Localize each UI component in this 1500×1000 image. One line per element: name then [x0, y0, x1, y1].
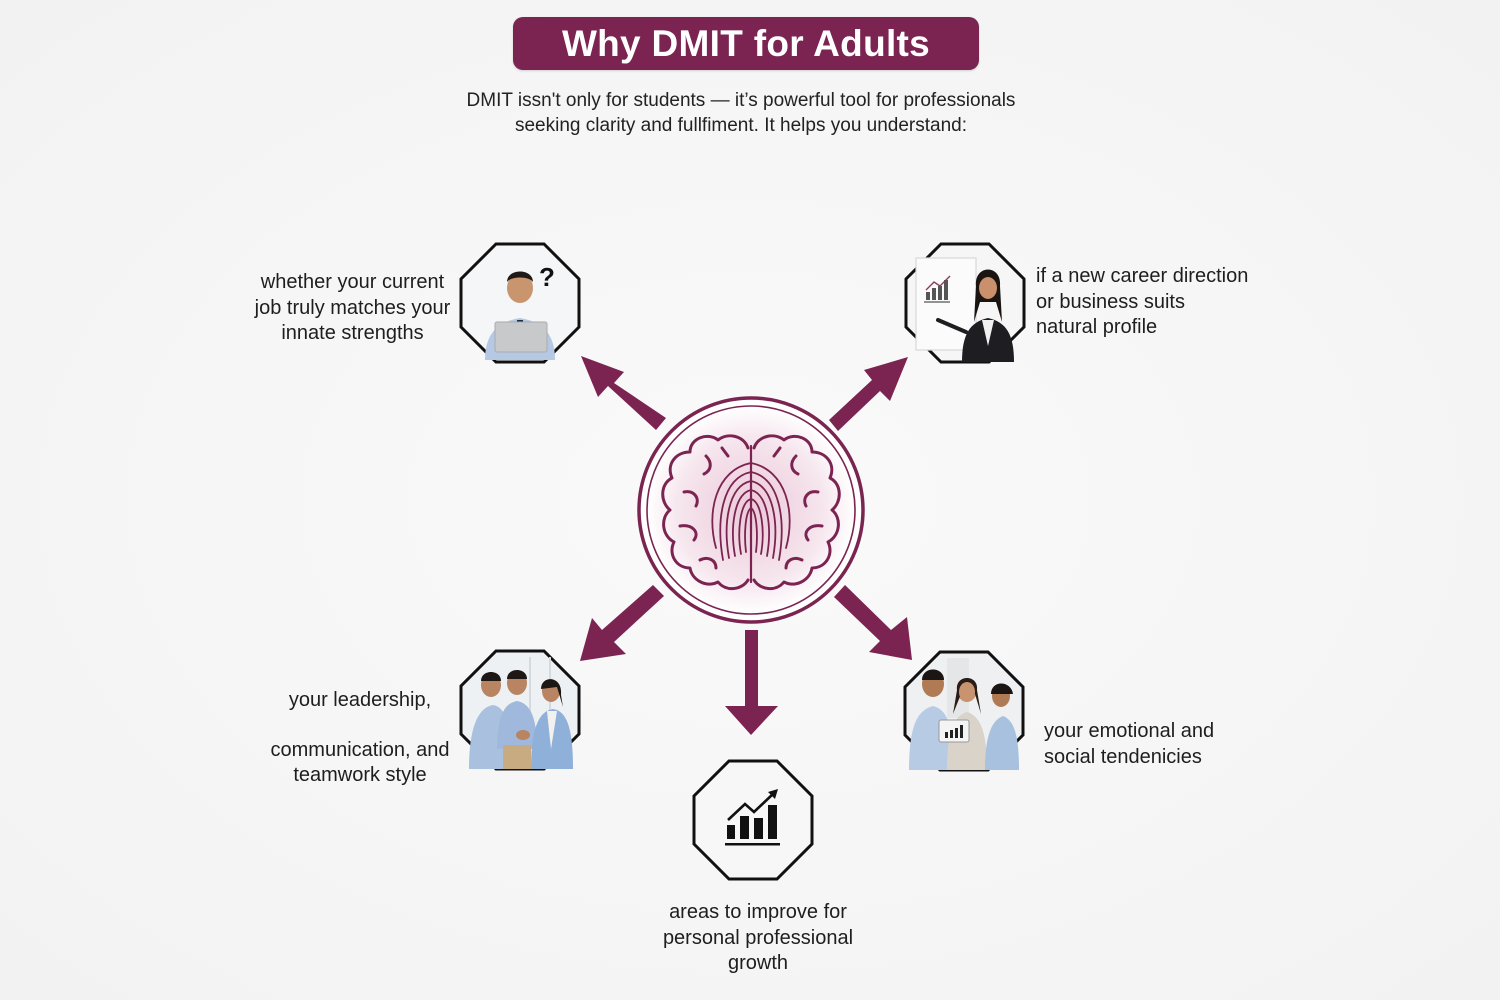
caption-line: areas to improve for: [669, 901, 847, 923]
question-mark-icon: ?: [539, 262, 555, 292]
woman-presenting-chart-photo: [904, 242, 1026, 364]
caption-line: whether your current: [260, 271, 445, 293]
arrow-down: [725, 630, 778, 735]
node-job-fit: ?: [459, 242, 581, 364]
caption-line: personal professional: [662, 926, 854, 949]
title-banner: Why DMIT for Adults: [513, 17, 979, 70]
caption-line: job truly matches your: [254, 296, 451, 319]
caption-growth: areas to improve for personal profession…: [640, 900, 876, 977]
caption-line: teamwork style: [293, 764, 427, 786]
arrows: [580, 356, 912, 735]
node-leadership: [459, 649, 581, 771]
arrow-up-left: [581, 356, 666, 430]
caption-line: or business suits: [1036, 290, 1185, 313]
growth-chart-icon: [692, 759, 814, 881]
caption-line: growth: [727, 952, 789, 974]
man-with-laptop-question-mark-photo: [459, 242, 581, 364]
caption-line: natural profile: [1036, 316, 1158, 338]
team-handshake-photo: [459, 649, 581, 771]
subtitle-line-1: DMIT issn't only for students — it’s pow…: [466, 90, 1016, 111]
caption-line: communication, and: [270, 738, 450, 761]
caption-line: your emotional and: [1044, 720, 1215, 742]
caption-leadership: your leadership, communication, and team…: [250, 688, 470, 789]
node-career-direction: [904, 242, 1026, 364]
node-growth: [692, 759, 814, 881]
caption-line: innate strengths: [281, 322, 424, 344]
caption-line: your leadership,: [288, 689, 432, 711]
caption-line: if a new career direction: [1036, 265, 1249, 287]
caption-spacer: [250, 714, 470, 738]
caption-line: social tendenicies: [1044, 745, 1202, 768]
subtitle: DMIT issn't only for students — it’s pow…: [400, 88, 1082, 138]
caption-emotional-social: your emotional and social tendenicies: [1044, 719, 1214, 770]
caption-career-direction: if a new career direction or business su…: [1036, 264, 1248, 341]
arrow-down-left: [580, 585, 664, 661]
node-emotional-social: [903, 650, 1025, 772]
subtitle-line-2: seeking clarity and fullfiment. It helps…: [514, 115, 968, 136]
arrow-up-right: [829, 357, 908, 431]
caption-job-fit: whether your current job truly matches y…: [240, 270, 465, 347]
colleagues-with-tablet-photo: [903, 650, 1025, 772]
page-title: Why DMIT for Adults: [561, 22, 931, 64]
brain-fingerprint-icon: [637, 396, 865, 624]
arrow-down-right: [834, 585, 912, 660]
